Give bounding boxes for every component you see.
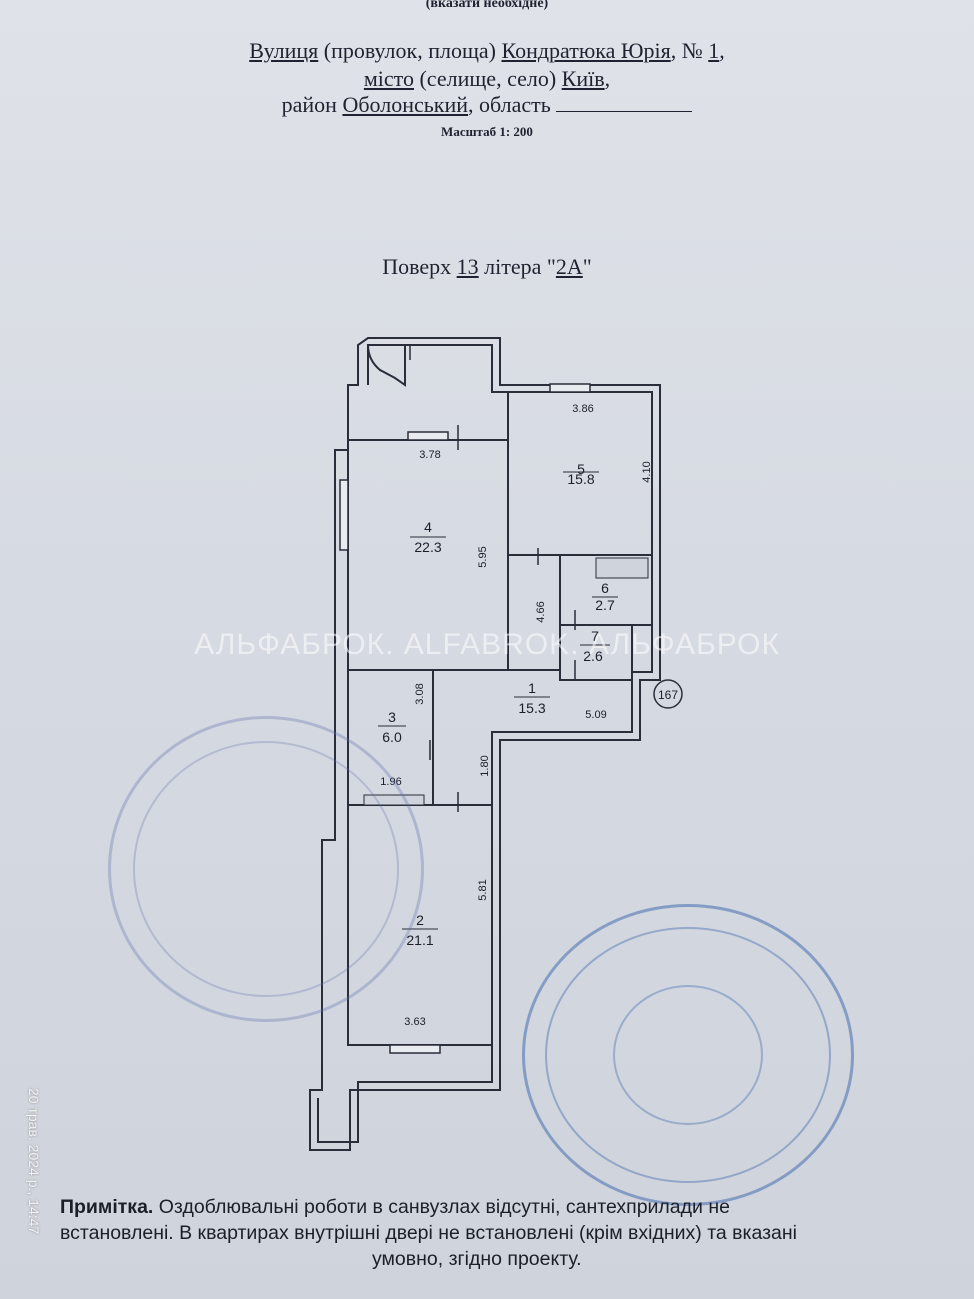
number-label: , № <box>670 38 703 63</box>
room-6-area: 2.7 <box>595 597 615 613</box>
region-blank-field <box>556 93 693 112</box>
room-7-area: 2.6 <box>583 648 603 664</box>
city-label: місто <box>363 66 414 91</box>
room-4-area: 22.3 <box>414 539 441 555</box>
floor-letter: 2А <box>555 254 583 279</box>
room-7-number: 7 <box>591 628 599 644</box>
room-1-area: 15.3 <box>518 700 545 716</box>
window-left <box>339 479 349 551</box>
window-room-4 <box>407 431 449 441</box>
dim-410: 4.10 <box>641 461 653 482</box>
note-title: Примітка. <box>60 1196 154 1218</box>
room-5-area: 15.8 <box>567 471 594 487</box>
dim-595: 5.95 <box>477 546 489 567</box>
stamp-left <box>108 716 424 1022</box>
top-note: (вказати необхідне) <box>425 0 549 11</box>
room-3-area: 6.0 <box>382 729 402 745</box>
room-2-area: 21.1 <box>406 932 433 948</box>
kitchen-appliances <box>595 557 649 579</box>
floor-mid: літера " <box>484 254 556 279</box>
room-6-number: 6 <box>601 580 609 596</box>
dim-308: 3.08 <box>414 683 426 704</box>
note-block: Примітка. Оздоблювальні роботи в санвузл… <box>60 1194 960 1272</box>
balcony-outline <box>367 344 406 387</box>
street-name: Кондратюка Юрія <box>501 38 671 63</box>
room-3-number: 3 <box>388 709 396 725</box>
district-label: район <box>281 92 337 117</box>
dim-386: 3.86 <box>572 403 593 415</box>
outer-wall <box>309 337 661 1151</box>
dim-363: 3.63 <box>404 1016 425 1028</box>
apartment-number-circle <box>653 679 683 709</box>
address-district-line: район Оболонський, область <box>0 92 974 118</box>
room-1-number: 1 <box>528 680 536 696</box>
floor-suffix: " <box>582 254 592 279</box>
floor-number: 13 <box>456 254 479 279</box>
watermark: АЛЬФАБРОК. ALFABROK. АЛЬФАБРОК <box>194 628 780 661</box>
room-7-outline <box>559 624 633 681</box>
room-1-wall <box>508 554 560 671</box>
photo-timestamp: 20 трав. 2024 р., 14:47 <box>26 1088 42 1235</box>
district-name: Оболонський <box>342 92 469 117</box>
dim-509: 5.09 <box>585 709 606 721</box>
room-4-number: 4 <box>424 519 432 535</box>
apartment-number: 167 <box>658 688 678 702</box>
region-label: , область <box>468 92 551 117</box>
room-2-number: 2 <box>416 912 424 928</box>
dim-466: 4.66 <box>535 601 547 622</box>
window-room-2 <box>389 1044 441 1054</box>
dim-581: 5.81 <box>477 879 489 900</box>
floor-prefix: Поверх <box>382 254 452 279</box>
window-room-5 <box>549 383 591 393</box>
address-city-line: місто (селище, село) Київ, <box>363 66 611 91</box>
dim-378: 3.78 <box>419 449 440 461</box>
note-line-3: умовно, згідно проекту. <box>372 1248 582 1270</box>
inner-outer-wall <box>317 344 653 1143</box>
building-number: 1 <box>708 38 720 63</box>
dim-180: 1.80 <box>479 755 491 776</box>
room-5-number: 5 <box>577 461 585 477</box>
city-types: (селище, село) <box>419 66 557 91</box>
note-line-1: Оздоблювальні роботи в санвузлах відсутн… <box>158 1196 730 1218</box>
floor-title: Поверх 13 літера "2А" <box>0 254 974 280</box>
street-label: Вулиця <box>249 38 319 63</box>
note-line-2: встановлені. В квартирах внутрішні двері… <box>60 1222 798 1244</box>
scale-label: Масштаб 1: 200 <box>441 124 533 139</box>
city-name: Київ <box>561 66 605 91</box>
street-types: (провулок, площа) <box>323 38 496 63</box>
address-street-line: Вулиця (провулок, площа) Кондратюка Юрія… <box>249 38 725 63</box>
stamp-right <box>522 904 854 1206</box>
